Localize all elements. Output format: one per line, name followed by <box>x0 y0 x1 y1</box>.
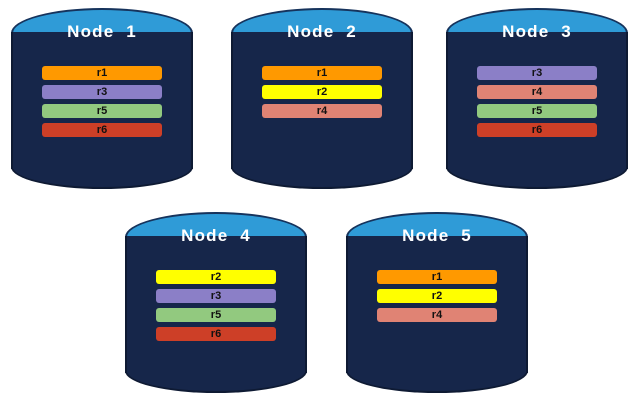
database-node-3[interactable]: Node 3 r3 r4 r5 r6 <box>446 8 628 189</box>
record-bar[interactable]: r6 <box>42 123 162 137</box>
record-bar[interactable]: r5 <box>477 104 597 118</box>
record-list: r2 r3 r5 r6 <box>156 270 276 346</box>
cylinder-body-icon <box>231 32 413 169</box>
record-bar[interactable]: r2 <box>156 270 276 284</box>
database-node-5[interactable]: Node 5 r1 r2 r4 <box>346 212 528 393</box>
node-title: Node 5 <box>402 226 472 245</box>
node-title: Node 3 <box>502 22 572 41</box>
record-bar[interactable]: r1 <box>42 66 162 80</box>
record-list: r1 r2 r4 <box>377 270 497 327</box>
record-bar[interactable]: r6 <box>156 327 276 341</box>
database-node-2[interactable]: Node 2 r1 r2 r4 <box>231 8 413 189</box>
record-bar[interactable]: r2 <box>262 85 382 99</box>
record-bar[interactable]: r3 <box>42 85 162 99</box>
node-title: Node 1 <box>67 22 137 41</box>
cylinder-body-icon <box>346 236 528 373</box>
record-bar[interactable]: r5 <box>42 104 162 118</box>
record-bar[interactable]: r3 <box>156 289 276 303</box>
record-bar[interactable]: r1 <box>377 270 497 284</box>
record-bar[interactable]: r4 <box>477 85 597 99</box>
record-bar[interactable]: r4 <box>262 104 382 118</box>
database-node-4[interactable]: Node 4 r2 r3 r5 r6 <box>125 212 307 393</box>
cylinder-body-icon <box>446 32 628 169</box>
cylinder-body-icon <box>11 32 193 169</box>
node-title: Node 4 <box>181 226 251 245</box>
record-bar[interactable]: r5 <box>156 308 276 322</box>
record-bar[interactable]: r4 <box>377 308 497 322</box>
record-bar[interactable]: r6 <box>477 123 597 137</box>
record-list: r3 r4 r5 r6 <box>477 66 597 142</box>
cylinder-body-icon <box>125 236 307 373</box>
record-bar[interactable]: r3 <box>477 66 597 80</box>
node-title: Node 2 <box>287 22 357 41</box>
record-list: r1 r3 r5 r6 <box>42 66 162 142</box>
record-bar[interactable]: r2 <box>377 289 497 303</box>
database-node-1[interactable]: Node 1 r1 r3 r5 r6 <box>11 8 193 189</box>
record-list: r1 r2 r4 <box>262 66 382 123</box>
record-bar[interactable]: r1 <box>262 66 382 80</box>
